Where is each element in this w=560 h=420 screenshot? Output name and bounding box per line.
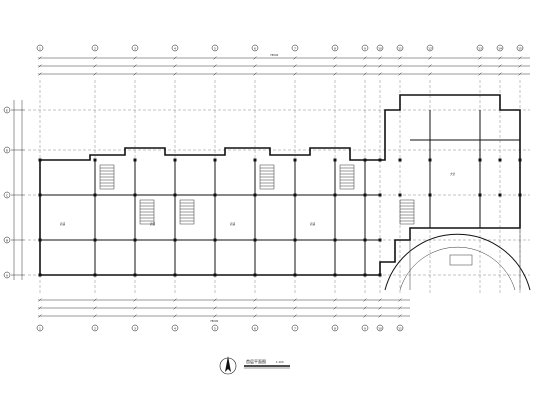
svg-text:10: 10	[378, 46, 382, 50]
axis-bubble-top: 15	[516, 44, 524, 52]
drawing-title-block: 首层平面图 1:100	[244, 358, 290, 369]
svg-text:4: 4	[174, 46, 176, 50]
svg-text:7: 7	[294, 46, 296, 50]
svg-text:B: B	[6, 238, 8, 242]
room-labels: 商铺 商铺 商铺 商铺 大堂	[60, 172, 456, 226]
svg-text:14: 14	[498, 46, 502, 50]
axis-bubble-top: 6	[251, 44, 259, 52]
axis-bubble-bottom: 8	[331, 324, 339, 332]
svg-text:C: C	[6, 193, 8, 197]
axis-bubble-left: E	[3, 106, 11, 114]
svg-text:8: 8	[334, 326, 336, 330]
axis-bubble-top: 13	[476, 44, 484, 52]
room-label-shop-2: 商铺	[150, 222, 156, 226]
svg-text:5: 5	[214, 46, 216, 50]
entrance-drive	[384, 228, 531, 291]
svg-text:11: 11	[398, 46, 402, 50]
axis-bubble-top: 1	[36, 44, 44, 52]
svg-text:12: 12	[428, 46, 432, 50]
axis-bubble-left: D	[3, 146, 11, 154]
axis-bubble-top: 12	[426, 44, 434, 52]
axis-bubble-left: B	[3, 236, 11, 244]
drawing-title: 首层平面图	[246, 358, 266, 364]
stair-blocks	[99, 164, 415, 225]
axis-bubble-top: 7	[291, 44, 299, 52]
axis-bubble-top: 5	[211, 44, 219, 52]
axis-bubble-top: 10	[376, 44, 384, 52]
axis-bubble-bottom: 3	[131, 324, 139, 332]
interior-walls	[40, 110, 520, 275]
axis-bubble-bottom: 7	[291, 324, 299, 332]
axis-bubble-top: 3	[131, 44, 139, 52]
top-dimension-lines: 78000	[38, 53, 530, 76]
svg-text:9: 9	[364, 326, 366, 330]
svg-text:15: 15	[518, 46, 522, 50]
structural-columns	[38, 158, 522, 277]
axis-bubble-top: 14	[496, 44, 504, 52]
axis-bubble-top: 8	[331, 44, 339, 52]
drawing-scale: 1:100	[276, 360, 284, 364]
svg-text:2: 2	[94, 326, 96, 330]
overall-dimension-bottom: 78000	[210, 319, 219, 323]
room-label-shop-3: 商铺	[230, 222, 236, 226]
svg-text:3: 3	[134, 326, 136, 330]
room-label-shop-4: 商铺	[310, 222, 316, 226]
svg-text:2: 2	[94, 46, 96, 50]
svg-text:8: 8	[334, 46, 336, 50]
axis-bubble-top: 2	[91, 44, 99, 52]
axis-bubble-bottom: 5	[211, 324, 219, 332]
svg-text:9: 9	[364, 46, 366, 50]
svg-text:1: 1	[39, 46, 41, 50]
svg-text:D: D	[6, 148, 9, 152]
svg-text:11: 11	[398, 326, 402, 330]
room-label-hall: 大堂	[450, 172, 456, 176]
svg-text:A: A	[6, 273, 9, 277]
axis-bubble-bottom: 9	[361, 324, 369, 332]
axis-bubble-bottom: 1	[36, 324, 44, 332]
north-arrow-icon	[219, 356, 237, 375]
axis-grid	[28, 80, 530, 295]
axis-bubble-bottom: 2	[91, 324, 99, 332]
svg-text:4: 4	[174, 326, 176, 330]
svg-text:5: 5	[214, 326, 216, 330]
room-label-shop-1: 商铺	[60, 222, 66, 226]
exterior-walls	[39, 94, 521, 276]
bottom-dimension-lines: 78000	[38, 298, 410, 323]
overall-dimension-top: 78000	[270, 53, 279, 57]
svg-text:13: 13	[478, 46, 482, 50]
axis-bubble-top: 11	[396, 44, 404, 52]
svg-text:3: 3	[134, 46, 136, 50]
axis-bubble-bottom: 4	[171, 324, 179, 332]
axis-bubble-bottom: 10	[376, 324, 384, 332]
axis-bubble-left: C	[3, 191, 11, 199]
svg-text:7: 7	[294, 326, 296, 330]
svg-text:10: 10	[378, 326, 382, 330]
axis-bubble-top: 9	[361, 44, 369, 52]
axis-bubble-left: A	[3, 271, 11, 279]
svg-text:E: E	[6, 108, 8, 112]
axis-bubble-bottom: 6	[251, 324, 259, 332]
axis-bubble-top: 4	[171, 44, 179, 52]
svg-text:6: 6	[254, 326, 256, 330]
svg-text:1: 1	[39, 326, 41, 330]
svg-text:6: 6	[254, 46, 256, 50]
axis-bubble-bottom: 11	[396, 324, 404, 332]
left-dimension-lines	[11, 100, 25, 280]
